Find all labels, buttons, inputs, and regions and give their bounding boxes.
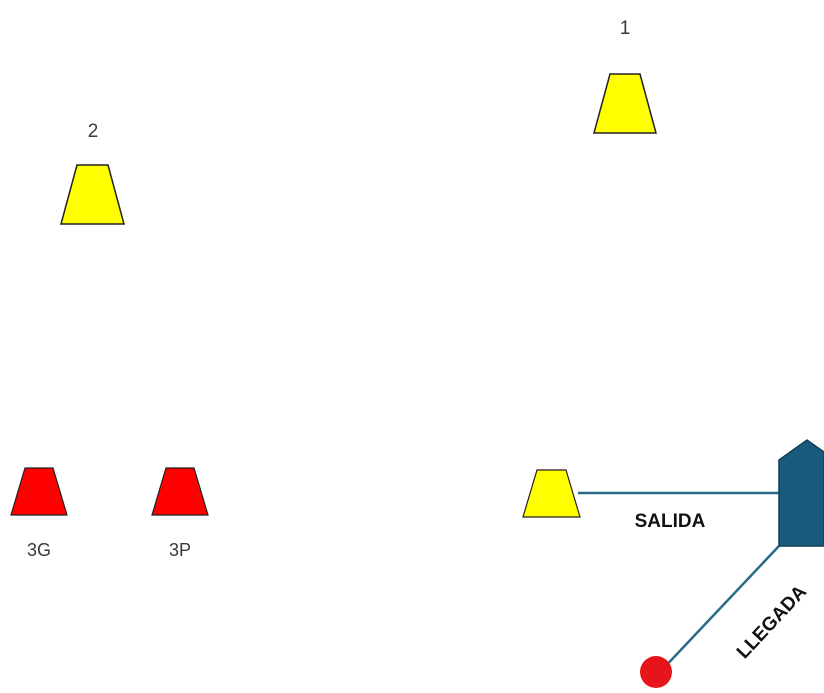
ball <box>640 656 672 688</box>
cone-1-label: 1 <box>620 18 631 39</box>
goal-house <box>778 439 824 547</box>
cone-3p <box>151 467 209 516</box>
cone-2 <box>60 164 125 225</box>
cone-3p-label: 3P <box>169 540 191 560</box>
exit-label: SALIDA <box>635 511 706 532</box>
start-cone <box>522 469 581 518</box>
arrival-line <box>659 545 780 673</box>
cone-2-label: 2 <box>88 121 99 142</box>
cone-3g <box>10 467 68 516</box>
arrival-label: LLEGADA <box>733 581 811 663</box>
cone-1 <box>593 73 657 134</box>
cone-3g-label: 3G <box>27 540 51 560</box>
